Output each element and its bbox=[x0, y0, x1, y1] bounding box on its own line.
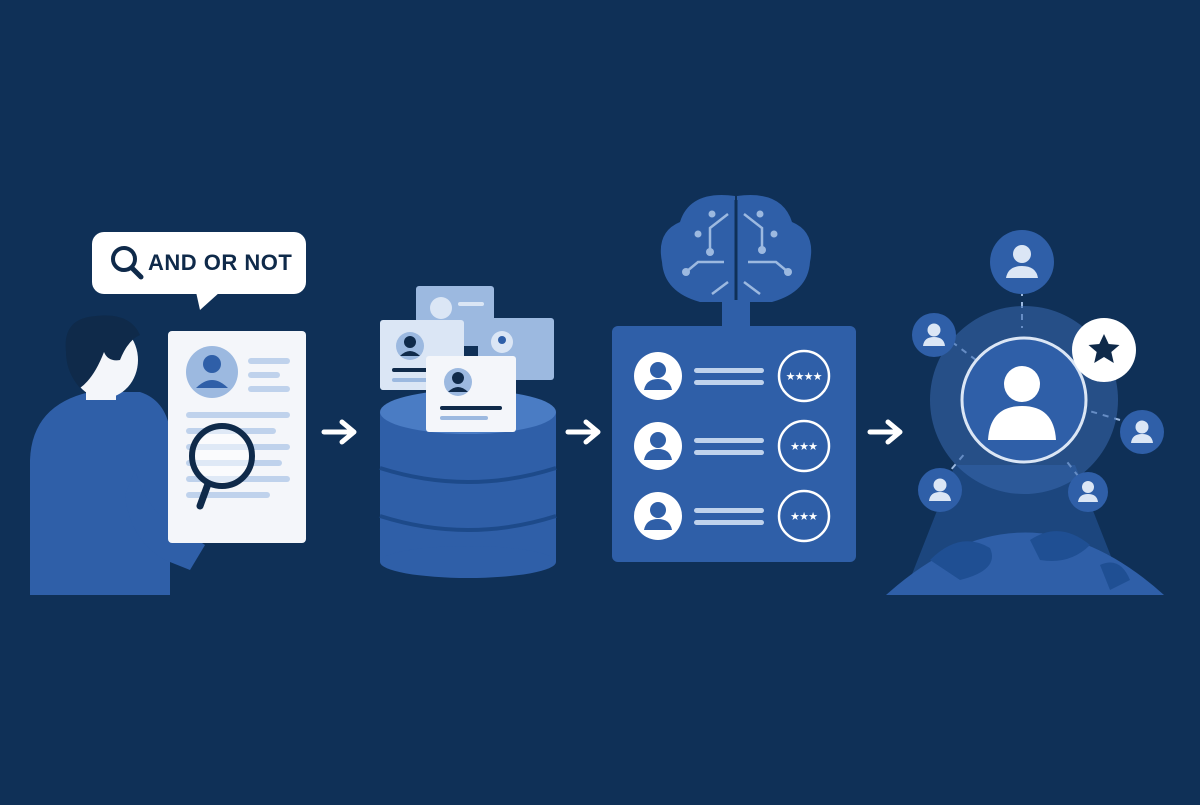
rating-badge: ★★★ bbox=[777, 489, 831, 543]
star-icon: ★ bbox=[799, 440, 809, 453]
ai-brain-icon bbox=[660, 195, 812, 328]
rating-badge: ★★★★ bbox=[777, 349, 831, 403]
star-icon: ★ bbox=[795, 370, 805, 383]
text-line bbox=[694, 368, 764, 373]
text-line bbox=[694, 380, 764, 385]
ranked-candidate-row: ★★★ bbox=[634, 419, 831, 473]
magnifier-icon bbox=[189, 423, 255, 510]
step-ai-ranking: ★★★★★★★★★★ bbox=[612, 195, 856, 562]
step-talent-network bbox=[886, 230, 1164, 595]
candidate-avatar-icon bbox=[634, 422, 682, 470]
user-icon bbox=[1068, 472, 1108, 512]
user-icon bbox=[1120, 410, 1164, 454]
candidate-avatar-icon bbox=[634, 492, 682, 540]
ranked-candidate-row: ★★★ bbox=[634, 489, 831, 543]
user-icon bbox=[990, 230, 1054, 294]
arrow-icon bbox=[321, 419, 357, 445]
ranking-panel: ★★★★★★★★★★ bbox=[612, 326, 856, 562]
rating-badge: ★★★ bbox=[777, 419, 831, 473]
profile-card bbox=[426, 356, 516, 432]
star-icon: ★ bbox=[790, 440, 800, 453]
user-icon bbox=[918, 468, 962, 512]
ranked-candidate-row: ★★★★ bbox=[634, 349, 831, 403]
candidate-avatar-icon bbox=[634, 352, 682, 400]
search-icon bbox=[111, 246, 144, 280]
arrow-icon bbox=[867, 419, 903, 445]
recruiter-icon bbox=[30, 315, 205, 595]
user-icon bbox=[988, 366, 1056, 440]
star-icon: ★ bbox=[786, 370, 796, 383]
global-network-icon bbox=[886, 230, 1164, 595]
text-line bbox=[694, 438, 764, 443]
arrow-icon bbox=[565, 419, 601, 445]
step-candidate-database bbox=[379, 286, 557, 578]
boolean-operators-label: AND OR NOT bbox=[148, 250, 293, 275]
text-line bbox=[694, 450, 764, 455]
star-icon: ★ bbox=[790, 510, 800, 523]
text-line bbox=[694, 508, 764, 513]
step-boolean-search bbox=[30, 232, 306, 595]
star-icon: ★ bbox=[813, 370, 823, 383]
database-icon bbox=[379, 390, 557, 578]
star-icon: ★ bbox=[804, 370, 814, 383]
star-badge bbox=[1072, 318, 1136, 382]
star-icon: ★ bbox=[808, 510, 818, 523]
user-icon bbox=[912, 313, 956, 357]
star-icon: ★ bbox=[799, 510, 809, 523]
search-bubble bbox=[92, 232, 306, 310]
star-icon: ★ bbox=[808, 440, 818, 453]
text-line bbox=[694, 520, 764, 525]
